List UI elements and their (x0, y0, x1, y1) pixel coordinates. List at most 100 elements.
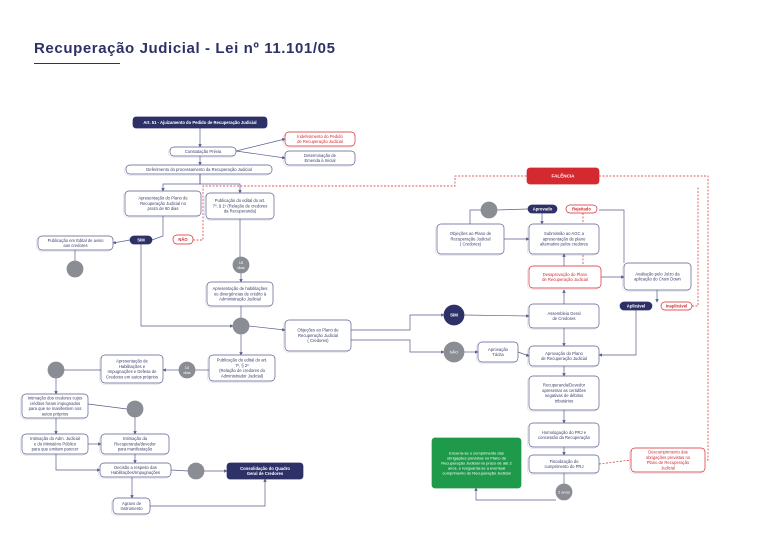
node-label: NÃO (178, 237, 188, 242)
node-label: 7º, § 2º (235, 363, 249, 368)
node-label: Recuperanda/Devedor (543, 383, 586, 388)
connector (151, 216, 164, 241)
node-shape (124, 190, 202, 217)
node-label: Rejeitado (572, 206, 591, 211)
node-g-adm (126, 400, 144, 418)
connector (235, 150, 286, 160)
connector-dashed (692, 186, 699, 307)
node-label: dias (237, 265, 244, 270)
node-shape (480, 201, 498, 219)
node-shape (284, 131, 356, 147)
node-label: Apresentação do Plano de (138, 196, 188, 201)
node-shape (623, 262, 692, 291)
node-label: Publicação do edital do art. (217, 358, 268, 363)
node-shape (178, 361, 196, 379)
node-label: Publicação em Edital de aviso (48, 238, 105, 243)
node-label: Administrador Judicial) (221, 373, 264, 378)
node-label: cumprimento do PRJ (544, 464, 583, 469)
node-label: negativas de débitos (545, 393, 583, 398)
connector (351, 339, 445, 354)
node-shape (431, 437, 522, 489)
node-label: cumprimento do Recuperação Judicial (442, 470, 510, 475)
node-shape (528, 375, 600, 411)
node-g-decisao (187, 462, 205, 480)
node-shape (112, 497, 151, 515)
node-publicacao-edital2: Publicação do edital do art.7º, § 2º(Rel… (207, 354, 276, 383)
node-label: aos credores (63, 243, 87, 248)
node-shape (100, 433, 170, 455)
node-label: Aplicável (627, 303, 645, 308)
connector-dashed (193, 175, 527, 241)
node-label: 15 (239, 260, 244, 265)
node-shape (232, 256, 250, 274)
node-shape (66, 260, 84, 278)
node-shape (232, 317, 250, 335)
node-label: (Relação de credores do (219, 368, 266, 373)
node-aplicavel: Aplicável (619, 301, 653, 311)
node-label: Recuperação Judicial no prazo de até 2 (441, 460, 512, 465)
node-label: apresentação de plano (543, 236, 586, 241)
node-rejeitado: Rejeitado (565, 204, 598, 214)
node-label: Homologação do PRJ e (542, 430, 587, 435)
connector-dashed (599, 175, 709, 461)
node-nao1: NÃO (172, 234, 194, 245)
node-sim2: SIM (443, 304, 465, 326)
node-label: Intimação dos credores cujos (28, 396, 82, 401)
node-shape (208, 354, 276, 382)
connector (87, 403, 128, 410)
node-label: Aprovado (533, 206, 553, 211)
node-label: e do Ministério Público (34, 441, 77, 446)
node-label: de Credores (552, 316, 575, 321)
node-label: Inaplicável (666, 303, 687, 308)
node-label: Credores em autos próprios (106, 374, 158, 379)
node-shape (284, 150, 356, 166)
node-g-aviso (66, 260, 84, 278)
node-label: Intimação do Adm. Judicial (30, 436, 80, 441)
node-label: alternativo pelos credores (540, 242, 588, 247)
node-label: Art. 51 - Ajuizamento do Pedido de Recup… (143, 120, 256, 125)
node-label: Publicação do edital do art. (215, 198, 266, 203)
node-shape (528, 422, 600, 448)
node-label: 2 anos (558, 489, 570, 494)
node-label: Apresentação de (116, 359, 148, 364)
title-underline (34, 63, 120, 64)
node-shape (226, 462, 304, 480)
node-label: ( Credores) (460, 242, 482, 247)
node-publicacao-edital: Publicação do edital do art.7º, § 1º (Re… (204, 192, 275, 221)
node-label: Plano de Recuperação (647, 460, 690, 465)
node-nao2: NÃO (443, 341, 465, 363)
node-shape (660, 301, 693, 311)
node-label: Geral de Credores (247, 471, 284, 476)
node-label: SIM (450, 313, 458, 318)
node-shape (129, 235, 153, 245)
node-label: SIM (137, 237, 145, 242)
connector (112, 239, 131, 245)
node-label: Habilitações e (119, 364, 146, 369)
node-shape (132, 116, 268, 129)
node-shape (528, 454, 600, 474)
connector (199, 174, 242, 194)
node-label: FALÊNCIA (552, 172, 576, 179)
node-label: Impugnações e Defesa de (108, 369, 158, 374)
node-label: obrigações previstas no Plano de (447, 455, 507, 460)
node-label: Consolidação do Quadro (240, 466, 290, 471)
node-deferimento: Deferimento do processamento da Recupera… (124, 164, 273, 176)
node-shape (565, 204, 598, 214)
node-shape (21, 393, 89, 419)
node-label: 10 (185, 365, 190, 370)
node-shape (477, 341, 519, 363)
node-label: créditos foram impugnados (30, 401, 81, 406)
